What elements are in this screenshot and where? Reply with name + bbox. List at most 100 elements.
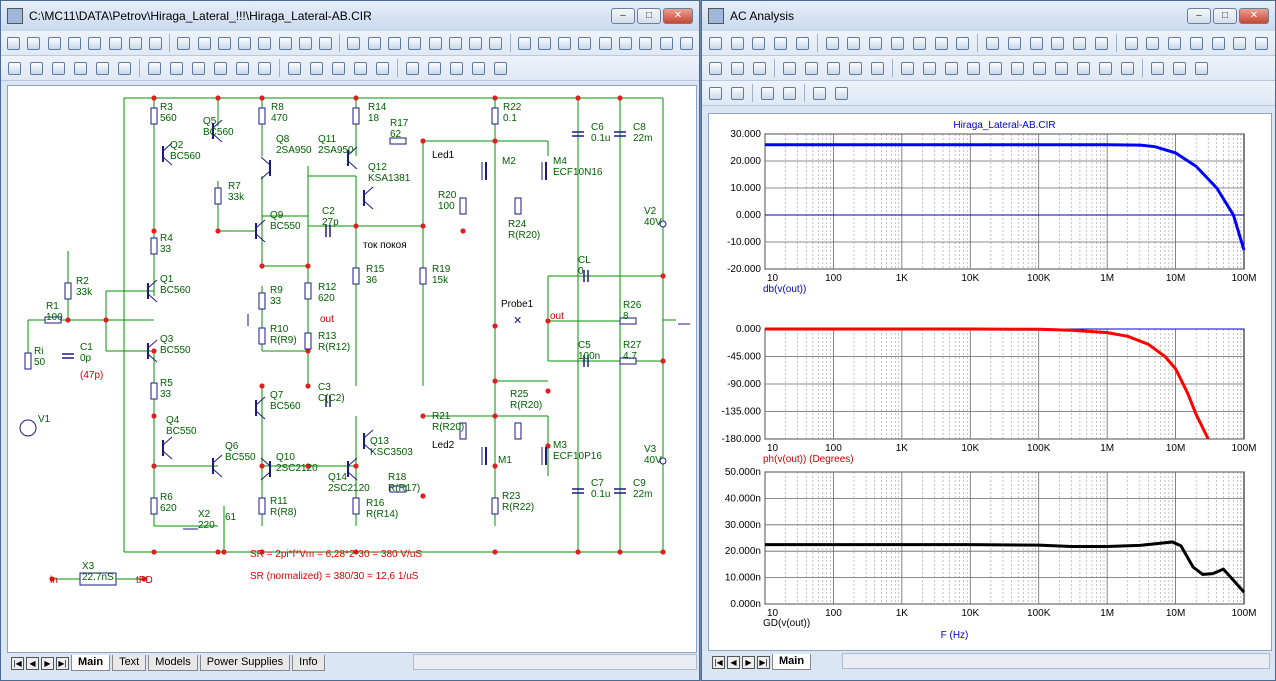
tb4-button-3-icon[interactable] [780,59,799,78]
tb4-button-18-icon[interactable] [1118,59,1137,78]
tb1-button-17-icon[interactable] [366,34,383,53]
tb4-button-4-icon[interactable] [802,59,821,78]
analysis-prev-page-icon[interactable]: ◀ [727,655,740,669]
tb1-button-16-icon[interactable] [345,34,362,53]
tb1-button-28-icon[interactable] [597,34,614,53]
next-page-icon[interactable]: ▶ [41,656,54,670]
tb2-button-10-icon[interactable] [233,59,252,78]
tb1-button-7-icon[interactable] [147,34,164,53]
tb3-button-18-icon[interactable] [1122,34,1141,53]
tab-text[interactable]: Text [112,655,147,671]
tb1-button-20-icon[interactable] [426,34,443,53]
close-icon[interactable]: ✕ [663,8,693,24]
tb2-button-6-icon[interactable] [145,59,164,78]
tb3-button-4-icon[interactable] [793,34,812,53]
tb1-button-30-icon[interactable] [637,34,654,53]
tb2-button-13-icon[interactable] [307,59,326,78]
tb2-button-3-icon[interactable] [71,59,90,78]
tb2-button-0-icon[interactable] [5,59,24,78]
tb3-button-20-icon[interactable] [1165,34,1184,53]
tb1-button-29-icon[interactable] [617,34,634,53]
tb1-button-19-icon[interactable] [406,34,423,53]
tb1-button-3-icon[interactable] [66,34,83,53]
tb4-button-19-icon[interactable] [1148,59,1167,78]
tb4-button-12-icon[interactable] [986,59,1005,78]
tb2-button-7-icon[interactable] [167,59,186,78]
tb4-button-6-icon[interactable] [846,59,865,78]
tb4-button-8-icon[interactable] [898,59,917,78]
tb5-button-0-icon[interactable] [706,84,725,103]
tb1-button-21-icon[interactable] [447,34,464,53]
tb4-button-14-icon[interactable] [1030,59,1049,78]
tb4-button-13-icon[interactable] [1008,59,1027,78]
schematic-titlebar[interactable]: C:\MC11\DATA\Petrov\Hiraga_Lateral_!!!\H… [1,1,699,31]
tb3-button-8-icon[interactable] [888,34,907,53]
tb4-button-7-icon[interactable] [868,59,887,78]
analysis-next-page-icon[interactable]: ▶ [742,655,755,669]
tb3-button-16-icon[interactable] [1070,34,1089,53]
tb4-button-17-icon[interactable] [1096,59,1115,78]
tb1-button-23-icon[interactable] [487,34,504,53]
tb1-button-26-icon[interactable] [556,34,573,53]
tb4-button-20-icon[interactable] [1170,59,1189,78]
analysis-first-page-icon[interactable]: |◀ [712,655,725,669]
prev-page-icon[interactable]: ◀ [26,656,39,670]
tb3-button-2-icon[interactable] [750,34,769,53]
analysis-minimize-icon[interactable]: – [1187,8,1211,24]
tb2-button-19-icon[interactable] [447,59,466,78]
tb2-button-14-icon[interactable] [329,59,348,78]
analysis-close-icon[interactable]: ✕ [1239,8,1269,24]
tb3-button-7-icon[interactable] [866,34,885,53]
tb5-button-2-icon[interactable] [758,84,777,103]
tb1-button-9-icon[interactable] [195,34,212,53]
tb3-button-3-icon[interactable] [771,34,790,53]
tb4-button-9-icon[interactable] [920,59,939,78]
tb2-button-16-icon[interactable] [373,59,392,78]
tab-main[interactable]: Main [71,655,111,671]
tb3-button-19-icon[interactable] [1144,34,1163,53]
analysis-titlebar[interactable]: AC Analysis – □ ✕ [702,1,1275,31]
tb1-button-1-icon[interactable] [25,34,42,53]
tb3-button-1-icon[interactable] [728,34,747,53]
tb4-button-1-icon[interactable] [728,59,747,78]
tb3-button-15-icon[interactable] [1048,34,1067,53]
tb4-button-21-icon[interactable] [1192,59,1211,78]
analysis-tab-main[interactable]: Main [772,654,812,670]
tb4-button-0-icon[interactable] [706,59,725,78]
tb1-button-12-icon[interactable] [256,34,273,53]
tb4-button-15-icon[interactable] [1052,59,1071,78]
tb1-button-27-icon[interactable] [576,34,593,53]
tb2-button-12-icon[interactable] [285,59,304,78]
tb2-button-11-icon[interactable] [255,59,274,78]
tb4-button-10-icon[interactable] [942,59,961,78]
tb1-button-24-icon[interactable] [515,34,532,53]
analysis-maximize-icon[interactable]: □ [1213,8,1237,24]
analysis-last-page-icon[interactable]: ▶| [757,655,770,669]
tb2-button-1-icon[interactable] [27,59,46,78]
tab-info[interactable]: Info [292,655,325,671]
last-page-icon[interactable]: ▶| [56,656,69,670]
tb4-button-16-icon[interactable] [1074,59,1093,78]
tb3-button-14-icon[interactable] [1027,34,1046,53]
tb1-button-22-icon[interactable] [467,34,484,53]
tb2-button-4-icon[interactable] [93,59,112,78]
tb1-button-15-icon[interactable] [317,34,334,53]
tb1-button-0-icon[interactable] [5,34,22,53]
tb1-button-14-icon[interactable] [297,34,314,53]
tb3-button-0-icon[interactable] [706,34,725,53]
tb1-button-8-icon[interactable] [175,34,192,53]
tb2-button-9-icon[interactable] [211,59,230,78]
tb3-button-5-icon[interactable] [823,34,842,53]
tb4-button-5-icon[interactable] [824,59,843,78]
schematic-hscrollbar[interactable] [413,654,697,670]
tb1-button-31-icon[interactable] [657,34,674,53]
tb2-button-20-icon[interactable] [469,59,488,78]
tb3-button-10-icon[interactable] [932,34,951,53]
tb1-button-32-icon[interactable] [678,34,695,53]
tb1-button-10-icon[interactable] [216,34,233,53]
tb2-button-8-icon[interactable] [189,59,208,78]
tb2-button-2-icon[interactable] [49,59,68,78]
tb5-button-3-icon[interactable] [780,84,799,103]
